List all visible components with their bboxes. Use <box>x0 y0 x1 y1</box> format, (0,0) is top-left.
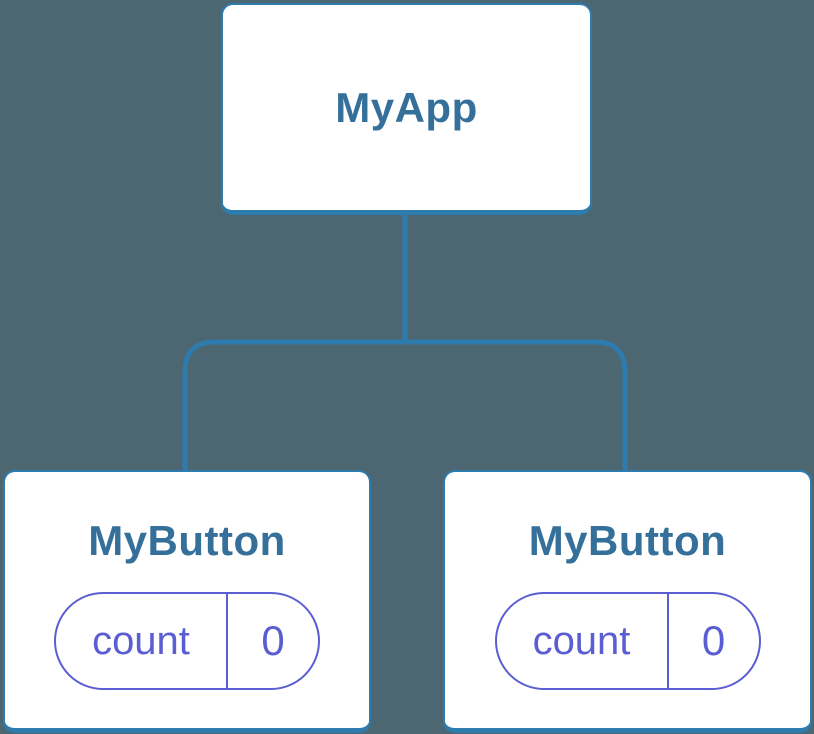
node-mybutton-1: MyButton count 0 <box>3 470 371 733</box>
node-mybutton-2: MyButton count 0 <box>443 470 812 733</box>
node-mybutton-1-label: MyButton <box>88 517 286 564</box>
connector-children-bracket <box>182 339 628 472</box>
state-pill-2: count 0 <box>494 592 761 690</box>
state-pill-1-value-cell: 0 <box>228 594 318 688</box>
state-pill-divider <box>226 594 228 688</box>
state-pill-divider <box>666 594 669 688</box>
state-pill-1: count 0 <box>54 592 320 690</box>
state-variable-name: count <box>532 618 631 663</box>
state-variable-value: 0 <box>701 617 726 664</box>
node-myapp: MyApp <box>221 3 592 215</box>
state-pill-2-name-cell: count <box>497 594 667 688</box>
state-variable-name: count <box>92 618 190 663</box>
state-pill-1-name-cell: count <box>56 594 226 688</box>
state-pill-2-value-cell: 0 <box>669 594 759 688</box>
state-variable-value: 0 <box>261 617 285 664</box>
node-myapp-label: MyApp <box>335 83 478 131</box>
node-mybutton-2-label: MyButton <box>528 517 727 564</box>
